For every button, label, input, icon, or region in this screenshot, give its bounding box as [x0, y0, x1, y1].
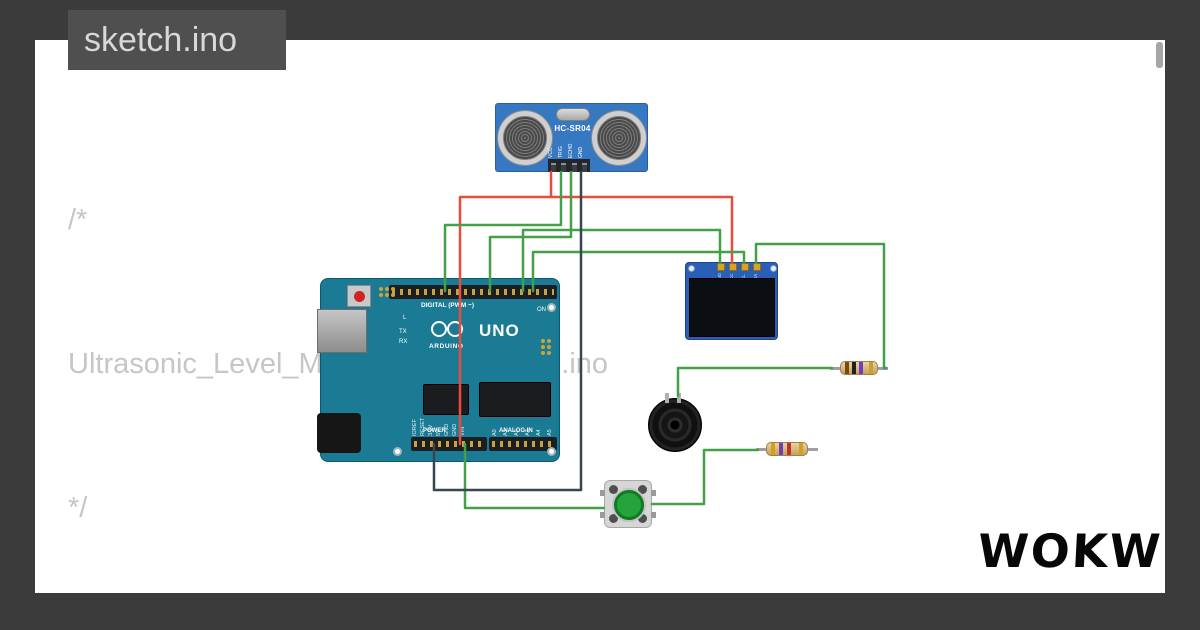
pin-dot [547, 339, 551, 343]
button-contact [638, 485, 647, 494]
pin-dot [391, 287, 395, 291]
resistor-body [766, 442, 808, 456]
pin [729, 263, 737, 271]
oled-screen [689, 278, 775, 337]
oscillator [556, 108, 590, 121]
pin-label: VCC [548, 147, 554, 158]
analog-header-label: ANALOG IN [499, 428, 533, 434]
wokwi-logo: WOKWI [976, 524, 1183, 578]
icsp-header [379, 287, 395, 297]
pin-dot [541, 345, 545, 349]
pin-label: GND [452, 423, 458, 436]
color-band [869, 362, 873, 374]
pin [571, 163, 577, 172]
button-contact [609, 485, 618, 494]
icsp-header [541, 339, 551, 355]
piezo-buzzer[interactable] [648, 393, 702, 452]
frame-border-left [0, 0, 35, 630]
pin-dot [541, 339, 545, 343]
color-band [845, 362, 849, 374]
mounting-hole [688, 265, 695, 272]
file-tab[interactable]: sketch.ino [68, 10, 286, 70]
led-l-label: L [403, 315, 407, 321]
pin-dot [391, 293, 395, 297]
pin-label: TRIG [558, 146, 564, 158]
pin [561, 163, 567, 172]
pin [741, 263, 749, 271]
pin-label: ECHO [568, 143, 574, 158]
pin-label: A5 [547, 429, 553, 436]
pin [717, 263, 725, 271]
resistor[interactable] [756, 442, 818, 456]
pin [753, 263, 761, 271]
frame-border-bottom [0, 593, 1200, 630]
pin-dot [547, 351, 551, 355]
usb-connector [317, 309, 367, 353]
transducer-left [498, 111, 552, 165]
pin-dot [541, 351, 545, 355]
pin-dot [385, 293, 389, 297]
color-band [852, 362, 856, 374]
sensor-label: HC-SR04 [554, 124, 591, 133]
pin-label: IOREF [412, 419, 418, 436]
rx-label: RX [399, 339, 408, 345]
digital-pin-header[interactable] [389, 285, 557, 299]
mounting-hole [547, 303, 556, 312]
color-band [779, 443, 783, 455]
button-contact [638, 514, 647, 523]
button-lead [651, 512, 656, 518]
resistor-body [840, 361, 878, 375]
pin [665, 393, 669, 403]
button-lead [651, 490, 656, 496]
reset-button[interactable] [347, 285, 371, 307]
color-band [771, 443, 775, 455]
pin-dot [379, 293, 383, 297]
pin-dot [385, 287, 389, 291]
pin [582, 163, 588, 172]
mounting-hole [770, 265, 777, 272]
brand-label: ARDUINO [429, 343, 464, 350]
power-header-label: POWER [423, 428, 446, 434]
color-band [859, 362, 863, 374]
color-band [787, 443, 791, 455]
tx-label: TX [399, 329, 407, 335]
pin-label: A4 [536, 429, 542, 436]
board-name: UNO [479, 321, 520, 340]
mounting-hole [547, 447, 556, 456]
on-led-label: ON [537, 307, 546, 313]
digital-header-label: DIGITAL (PWM ~) [421, 302, 475, 309]
mounting-hole [393, 447, 402, 456]
hc-sr04-ultrasonic-sensor[interactable]: HC-SR04 VCC TRIG ECHO GND [495, 103, 648, 172]
arduino-uno-board[interactable]: DIGITAL (PWM ~) L TX RX ON UNO ARDUINO I… [317, 278, 560, 462]
button-cap[interactable] [614, 490, 644, 520]
code-line: /* [68, 204, 88, 236]
pin-header [548, 159, 590, 172]
button-lead [600, 512, 605, 518]
scrollbar-thumb[interactable] [1156, 42, 1163, 68]
pin [550, 163, 556, 172]
arduino-logo-icon [431, 321, 447, 337]
pin-label: A0 [492, 429, 498, 436]
pin-label: VIN [460, 426, 466, 436]
oled-display[interactable]: GND VCC SCL SDA [685, 262, 778, 340]
power-pin-header[interactable] [411, 437, 487, 451]
pushbutton[interactable] [600, 480, 656, 528]
frame-border-right [1165, 0, 1200, 630]
transducer-right [592, 111, 646, 165]
pin-dot [547, 345, 551, 349]
button-contact [609, 514, 618, 523]
arduino-logo-icon [447, 321, 463, 337]
power-jack [317, 413, 361, 453]
code-line: */ [68, 492, 88, 524]
pin-dot [379, 287, 383, 291]
button-lead [600, 490, 605, 496]
pin-label: GND [578, 146, 584, 158]
resistor[interactable] [830, 361, 888, 375]
pin [677, 393, 681, 403]
color-band [799, 443, 803, 455]
